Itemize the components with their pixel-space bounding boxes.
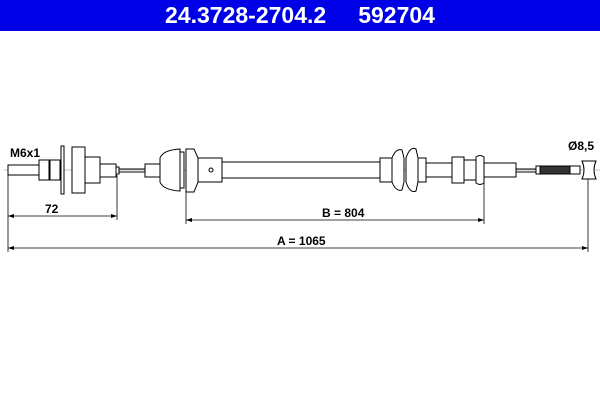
part-number: 24.3728-2704.2 — [165, 2, 327, 28]
threaded-rod — [7, 164, 41, 176]
dimension-a: A = 1065 — [277, 234, 326, 248]
diameter-label: Ø8,5 — [568, 139, 594, 153]
dimension-b: B = 804 — [322, 206, 365, 220]
ref-number: 592704 — [358, 2, 435, 28]
dimension-72: 72 — [45, 202, 59, 216]
title-bar: 24.3728-2704.2 592704 — [0, 0, 600, 31]
thread-label: M6x1 — [10, 146, 40, 160]
